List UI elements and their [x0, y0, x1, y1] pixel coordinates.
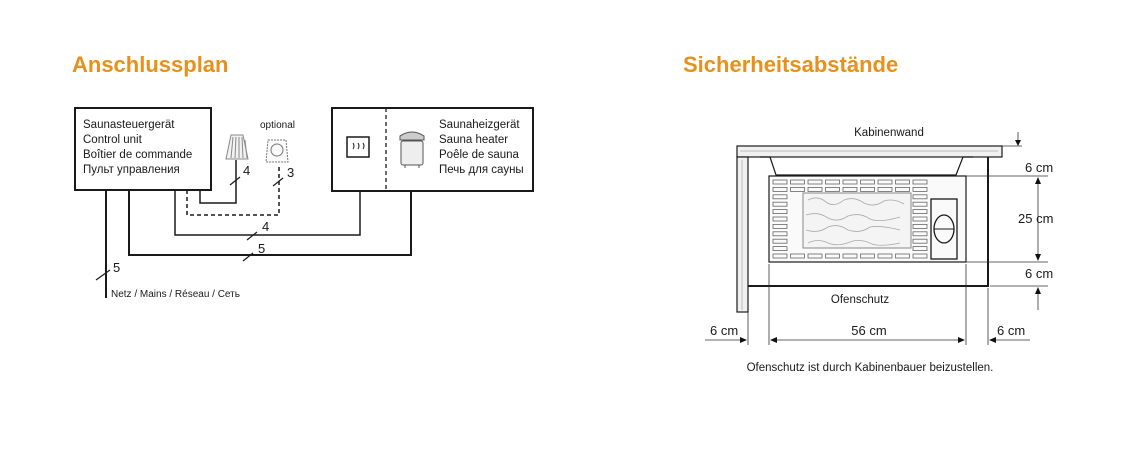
mains-wire-count: 5: [113, 260, 120, 275]
heater-power-wire-count: 5: [258, 241, 265, 256]
left-gap-label: 6 cm: [710, 323, 738, 338]
top-gap-label: 6 cm: [1025, 160, 1053, 175]
temperature-sensor-icon: [265, 139, 289, 163]
heater-control-wire: [174, 190, 361, 236]
sensor-wire: [186, 165, 280, 216]
sauna-stones: [802, 192, 912, 249]
lamp-wire-count: 4: [243, 163, 250, 178]
control-unit-box: [74, 107, 212, 191]
heater-power-wire: [128, 190, 412, 256]
lamp-icon: [225, 134, 249, 160]
width-label: 56 cm: [851, 323, 886, 338]
control-unit-label-en: Control unit: [83, 134, 143, 146]
bottom-gap-label: 6 cm: [1025, 266, 1053, 281]
optional-label: optional: [260, 120, 295, 131]
wiring-diagram: [74, 107, 534, 298]
heater-control-panel: [930, 198, 958, 260]
control-unit-labels: Saunasteuergerät Control unit Boîtier de…: [83, 119, 192, 176]
heater-control-wire-count: 4: [262, 219, 269, 234]
heater-grille: [772, 179, 928, 259]
sauna-heater-icon: [399, 131, 425, 168]
control-unit-label-ru: Пульт управления: [83, 164, 180, 176]
heater-labels: Saunaheizgerät Sauna heater Poêle de sau…: [439, 119, 524, 176]
oven-guard: [748, 157, 989, 287]
heater-control-icon: [346, 136, 370, 158]
heater-top-view: [760, 156, 973, 263]
heater-box: [331, 107, 534, 192]
oven-guard-note: Ofenschutz ist durch Kabinenbauer beizus…: [747, 362, 994, 374]
control-unit-label-de: Saunasteuergerät: [83, 119, 175, 131]
mains-label: Netz / Mains / Réseau / Сеть: [111, 289, 240, 300]
heater-label-ru: Печь для сауны: [439, 164, 524, 176]
lamp-wire: [199, 160, 237, 204]
oven-guard-label: Ofenschutz: [831, 294, 889, 306]
heater-label-fr: Poêle de sauna: [439, 149, 520, 161]
cabin-wall-label: Kabinenwand: [854, 127, 924, 139]
heater-label-en: Sauna heater: [439, 134, 508, 146]
connection-plan-title: Anschlussplan: [72, 52, 229, 77]
heater-depth-label: 25 cm: [1018, 211, 1053, 226]
safety-distance-diagram: [705, 132, 1048, 345]
sensor-wire-count: 3: [287, 165, 294, 180]
control-unit-label-fr: Boîtier de commande: [83, 149, 192, 161]
heater-label-de: Saunaheizgerät: [439, 119, 520, 131]
right-gap-label: 6 cm: [997, 323, 1025, 338]
safety-distances-title: Sicherheitsabstände: [683, 52, 899, 77]
